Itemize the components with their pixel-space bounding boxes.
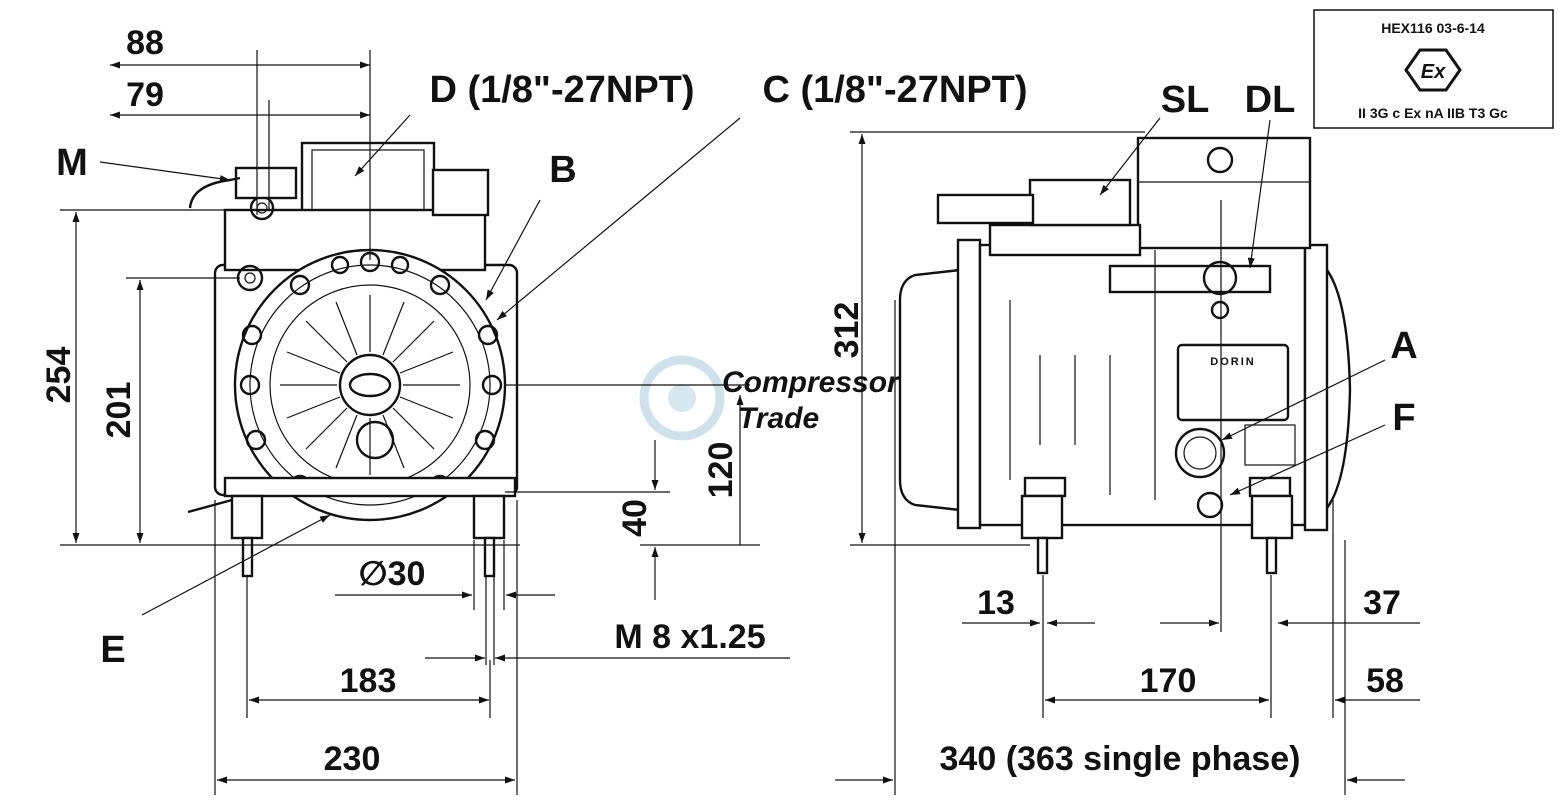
front-view <box>187 141 519 578</box>
certificate-marking: II 3G c Ex nA IIB T3 Gc <box>1358 105 1508 121</box>
ex-symbol: Ex <box>1421 61 1446 83</box>
dim-13: 13 <box>977 584 1015 622</box>
dim-230: 230 <box>324 740 381 778</box>
side-dimensions: 312 13 37 170 58 340 (363 single phase) <box>828 131 1420 795</box>
dim-58: 58 <box>1366 662 1404 700</box>
certificate-box: HEX116 03-6-14 Ex II 3G c Ex nA IIB T3 G… <box>1313 9 1554 129</box>
dim-120: 120 <box>702 442 740 499</box>
dim-312: 312 <box>828 302 866 359</box>
dim-183: 183 <box>340 662 397 700</box>
label-d: D (1/8"-27NPT) <box>429 69 694 111</box>
watermark: Compressor Trade <box>639 355 901 441</box>
dim-40: 40 <box>616 499 654 537</box>
dim-88: 88 <box>126 24 164 62</box>
label-sl: SL <box>1161 79 1210 121</box>
label-a: A <box>1390 325 1417 367</box>
dim-170: 170 <box>1140 662 1197 700</box>
dim-340: 340 (363 single phase) <box>940 740 1301 778</box>
dim-79: 79 <box>126 76 164 114</box>
dim-201: 201 <box>100 382 138 439</box>
certificate-code: HEX116 03-6-14 <box>1381 20 1485 36</box>
ex-hexagon-icon <box>1404 48 1462 92</box>
label-m: M <box>56 142 88 184</box>
label-c: C (1/8"-27NPT) <box>762 69 1027 111</box>
brand-plate: DORIN <box>1210 356 1255 368</box>
dim-254: 254 <box>40 347 78 404</box>
dim-dia-30: ∅30 <box>359 555 426 593</box>
watermark-line2: Trade <box>738 402 819 435</box>
label-e: E <box>100 629 125 671</box>
label-dl: DL <box>1245 79 1296 121</box>
label-b: B <box>549 149 576 191</box>
front-labels: M D (1/8"-27NPT) C (1/8"-27NPT) B E <box>56 69 1027 671</box>
front-dimensions: 88 79 254 201 120 40 ∅30 M <box>40 24 790 795</box>
label-f: F <box>1392 397 1415 439</box>
side-labels: SL DL A F <box>1099 79 1418 496</box>
dim-thread: M 8 x1.25 <box>614 618 765 656</box>
side-view: DORIN <box>898 136 1352 575</box>
watermark-line1: Compressor <box>722 366 901 399</box>
dim-37: 37 <box>1363 584 1401 622</box>
